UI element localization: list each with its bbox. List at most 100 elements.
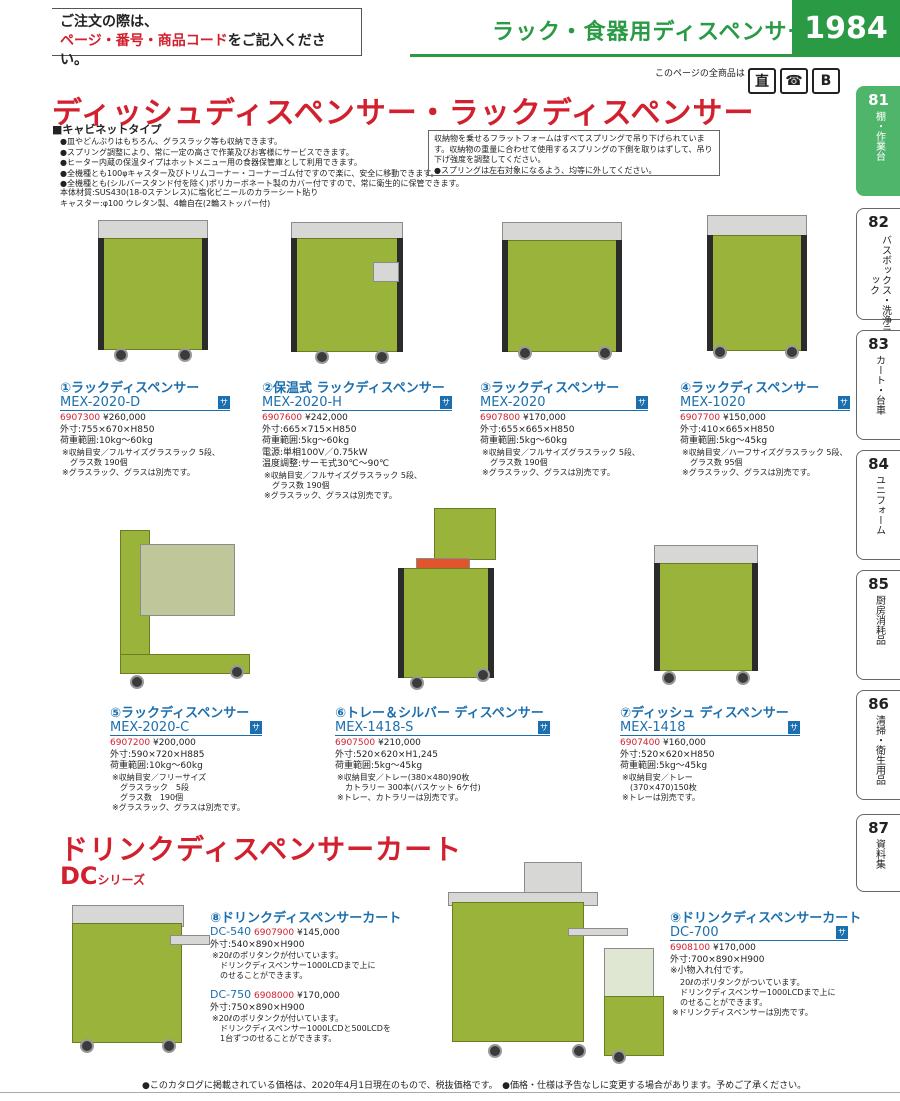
product-image-7: [650, 545, 762, 695]
product-code: 6907200: [110, 738, 151, 748]
product-price: ¥200,000: [152, 738, 196, 748]
product-model: MEX-2020: [480, 395, 546, 410]
product-title: トレー＆シルバー ディスペンサー: [346, 706, 544, 721]
footer-rule: [0, 1092, 900, 1093]
spec-note: ※グラスラック、グラスは別売です。: [482, 467, 615, 477]
spec-note: ※ドリンクディスペンサーは別売です。: [672, 1007, 813, 1017]
delivery-label: このページの全商品は: [655, 69, 745, 79]
spec-line: 外寸:520×620×H1,245: [335, 749, 439, 760]
spec-note: ※収納目安／フルサイズグラスラック 5段、: [482, 447, 640, 457]
spec-note: 20ℓのポリタンクがついています。: [672, 977, 805, 987]
product-number: ①: [60, 381, 72, 396]
product-title: 保温式 ラックディスペンサー: [273, 381, 445, 396]
product-image-3: [498, 222, 628, 367]
side-tab-number: 81: [868, 91, 889, 109]
order-note-line1: ご注文の際は、: [60, 14, 158, 30]
product-name: ⑨ドリンクディスペンサーカート: [670, 911, 861, 926]
spec-note: ※トレーは別売です。: [622, 792, 700, 802]
feature-bullets: ●皿やどんぶりはもちろん、グラスラック等も収納できます。 ●スプリング調整により…: [60, 137, 464, 190]
spec-note: 1台ずつのせることができます。: [212, 1034, 337, 1043]
side-tab-label: 清掃・衛生用品: [873, 715, 885, 785]
spec-note: ※収納目安／フリーサイズ: [112, 772, 207, 782]
order-note-rest: をご記入ください。: [60, 33, 326, 68]
product-name: ①ラックディスペンサー: [60, 382, 230, 396]
spec-note: ※グラスラック、グラスは別売です。: [62, 467, 195, 477]
product-title: ディッシュ ディスペンサー: [631, 706, 789, 721]
spec-line: 外寸:520×620×H850: [620, 749, 715, 760]
spec-note: ※トレー、カトラリーは別売です。: [337, 792, 463, 802]
spec-note: グラス数 95個: [682, 457, 743, 467]
product-code: 6907800: [480, 413, 521, 423]
spec-line: 温度調整:サーモ式30℃～90℃: [262, 459, 390, 469]
product-price: ¥260,000: [102, 413, 146, 423]
spec-line: 外寸:590×720×H885: [110, 749, 205, 760]
side-tab-number: 83: [868, 335, 889, 353]
spec-line: 外寸:540×890×H900: [210, 939, 305, 950]
product-price: ¥170,000: [712, 943, 756, 953]
spec-note: ※20ℓのポリタンクが付いています。: [212, 951, 344, 960]
page-number: 1984: [792, 0, 900, 56]
spec-line: 荷重範囲:10kg～60kg: [60, 436, 153, 446]
spec-note: ドリンクディスペンサー1000LCDまで上に: [672, 987, 836, 997]
product-number: ⑨: [670, 911, 682, 926]
spec-line: 電源:単相100V／0.75kW: [262, 447, 368, 458]
spec-line: 外寸:665×715×H850: [262, 424, 357, 435]
product-price-row: 6907700 ¥150,000: [680, 413, 850, 425]
product-title: ドリンクディスペンサーカート: [681, 911, 862, 926]
spec-note: ※20ℓのポリタンクが付いています。: [212, 1014, 344, 1023]
spec-note: グラス数 190個: [482, 457, 548, 467]
spec-note: ドリンクディスペンサー1000LCDと500LCDを: [212, 1024, 391, 1033]
spec-note: ※収納目安／フルサイズグラスラック 5段、: [62, 447, 220, 457]
spec-note: カトラリー 300本(バスケット 6ケ付): [337, 782, 481, 792]
spring-note-box: 収納物を乗せるフラットフォームはすべてスプリングで吊り下げられています。収納物の…: [428, 130, 720, 176]
dc-variant-row: DC-540 6907900 ¥145,000: [210, 926, 430, 940]
product-name: ③ラックディスペンサー: [480, 382, 648, 396]
feature-bullet: ●皿やどんぶりはもちろん、グラスラック等も収納できます。: [60, 137, 283, 146]
product-price: ¥150,000: [722, 413, 766, 423]
product-price: ¥145,000: [296, 928, 340, 938]
spec-line: 荷重範囲:5kg～60kg: [480, 436, 568, 446]
spec-line: 荷重範囲:10kg～60kg: [110, 761, 203, 771]
spec-note: ※収納目安／トレー: [622, 772, 693, 782]
product-code: 6907600: [262, 413, 303, 423]
product-name: ②保温式 ラックディスペンサー: [262, 382, 452, 396]
section1-title: ディッシュディスペンサー・ラックディスペンサー: [52, 96, 755, 131]
product-title: ラックディスペンサー: [71, 381, 200, 396]
product-code: 6908100: [670, 943, 711, 953]
product-price: ¥160,000: [662, 738, 706, 748]
feature-bullet: ●スプリング調整により、常に一定の高さで作業及びお客様にサービスできます。: [60, 147, 354, 157]
product-title: ラックディスペンサー: [121, 706, 250, 721]
spec-line: 荷重範囲:5kg～45kg: [335, 761, 423, 771]
side-tab-number: 82: [868, 213, 889, 231]
sample-mark-icon: サ: [838, 396, 850, 409]
sample-mark-icon: サ: [250, 721, 262, 734]
materials-info: 本体材質:SUS430(18-0ステンレス)に塩化ビニールのカラーシート貼り キ…: [60, 188, 318, 209]
product-code: 6907400: [620, 738, 661, 748]
spec-note: ※グラスラック、グラスは別売です。: [682, 467, 815, 477]
product-name: ⑧ドリンクディスペンサーカート: [210, 912, 430, 926]
feature-bullet: ●全機種とも100φキャスター及びトリムコーナー・コーナーゴム付ですので楽に、安…: [60, 168, 439, 178]
cabinet-type-label: ■キャビネットタイプ: [52, 123, 162, 136]
product-model: MEX-1418-S: [335, 720, 414, 735]
product-price-row: 6907400 ¥160,000: [620, 738, 800, 750]
sample-mark-icon: サ: [836, 926, 848, 939]
spring-note: 収納物を乗せるフラットフォームはすべてスプリングで吊り下げられています。収納物の…: [434, 134, 713, 164]
product-name: ④ラックディスペンサー: [680, 382, 850, 396]
product-price-row: 6907500 ¥210,000: [335, 738, 550, 750]
phone-order-icon: ☎: [780, 68, 808, 94]
order-note: ご注文の際は、 ページ・番号・商品コードをご記入ください。: [52, 8, 362, 68]
